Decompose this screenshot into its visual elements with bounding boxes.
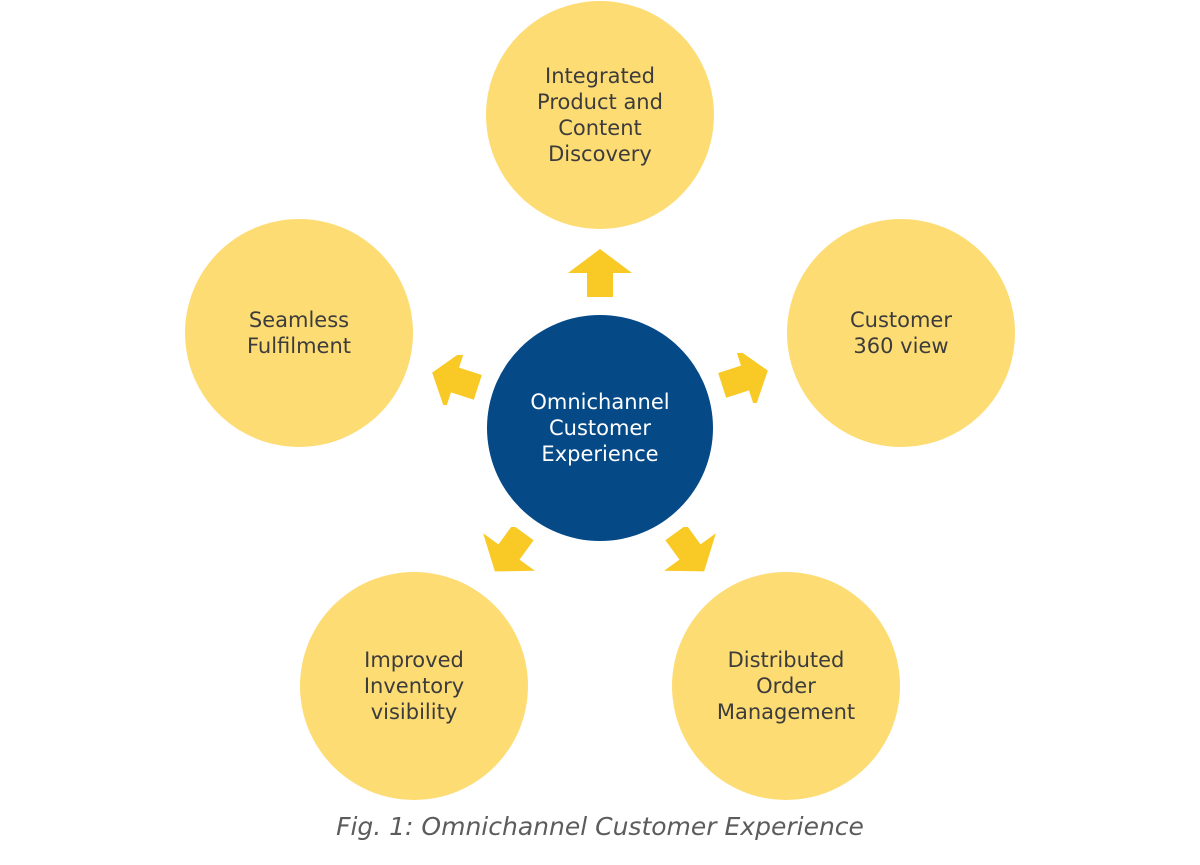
node-improved-inventory-visibility: Improved Inventory visibility <box>300 572 528 800</box>
node-label: Improved Inventory visibility <box>363 648 465 724</box>
arrow-right-icon <box>710 353 780 403</box>
figure-caption: Fig. 1: Omnichannel Customer Experience <box>336 812 864 841</box>
node-label: Customer 360 view <box>849 308 952 358</box>
arrow-bottom-left-icon <box>474 527 544 577</box>
node-distributed-order-management: Distributed Order Management <box>672 572 900 800</box>
node-customer-360-view: Customer 360 view <box>787 219 1015 447</box>
center-node: Omnichannel Customer Experience <box>487 315 713 541</box>
node-label: Integrated Product and Content Discovery <box>537 64 663 166</box>
node-integrated-product-discovery: Integrated Product and Content Discovery <box>486 1 714 229</box>
node-seamless-fulfilment: Seamless Fulfilment <box>185 219 413 447</box>
node-label: Seamless Fulfilment <box>246 308 352 358</box>
arrow-left-icon <box>420 355 490 405</box>
arrow-up-icon <box>565 248 635 298</box>
node-label: Distributed Order Management <box>716 648 856 724</box>
center-node-label: Omnichannel Customer Experience <box>530 390 670 466</box>
arrow-bottom-right-icon <box>655 527 725 577</box>
